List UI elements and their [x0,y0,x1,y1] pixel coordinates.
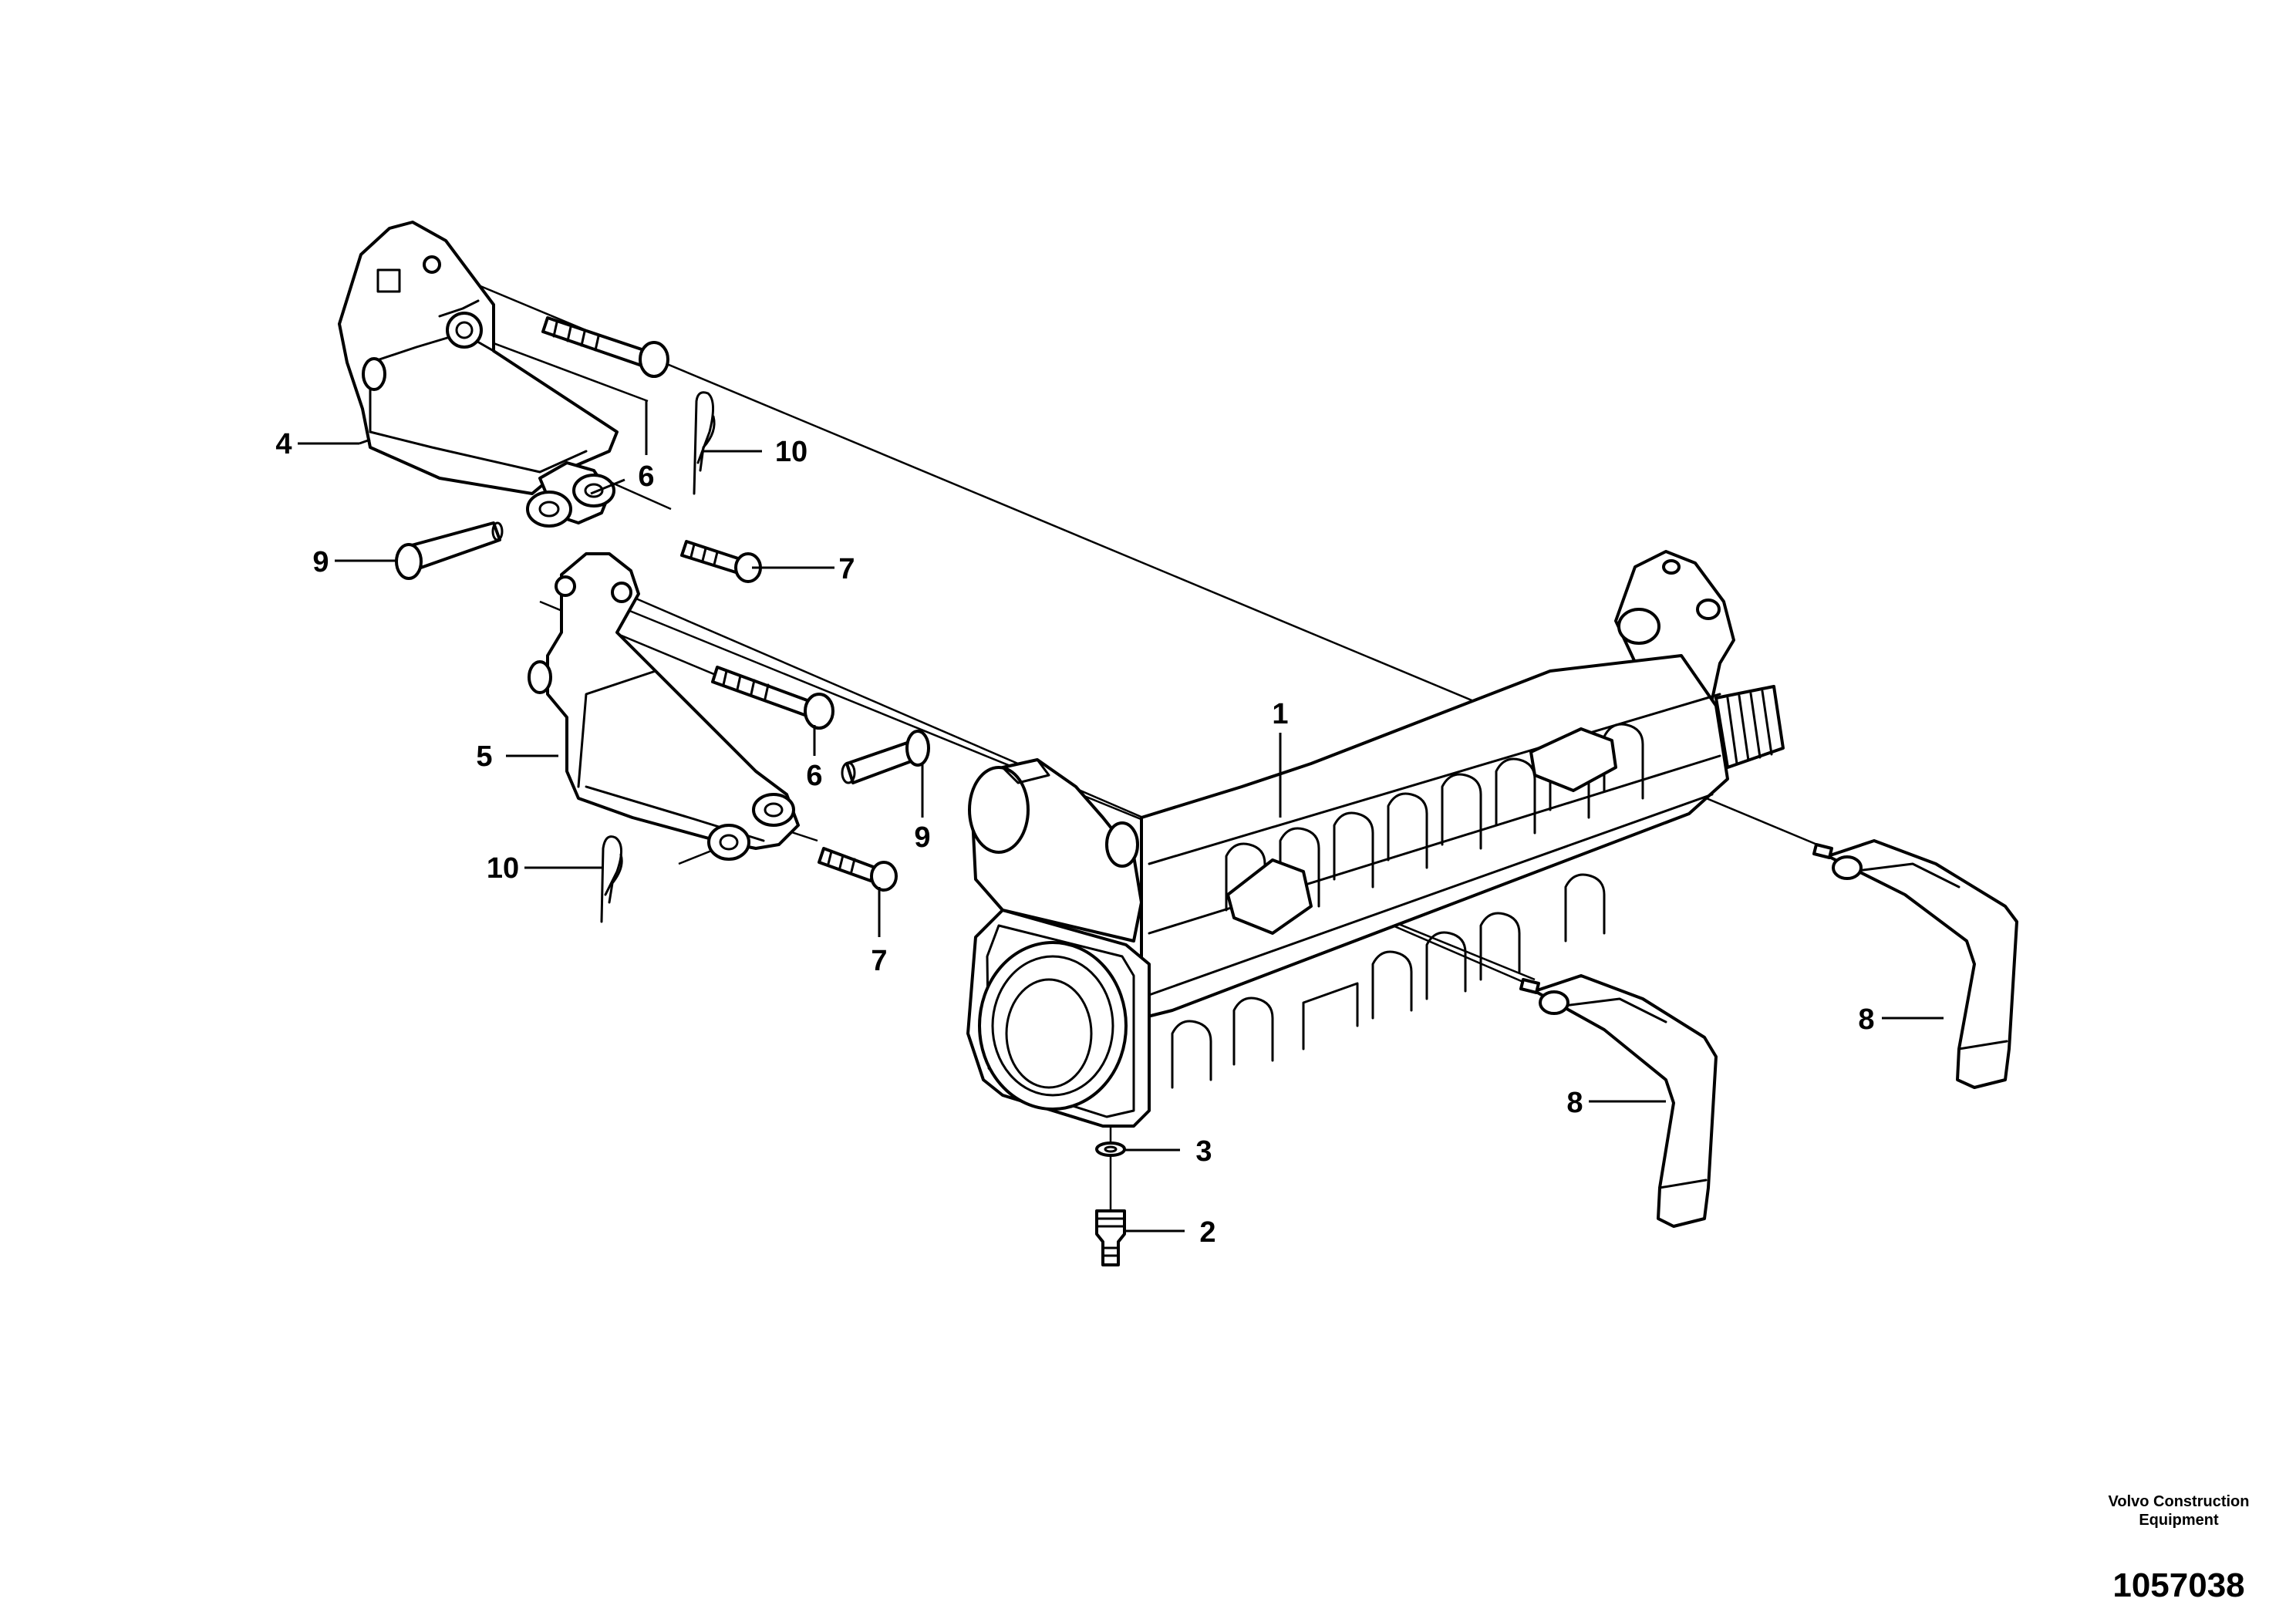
callout-8-right: 8 [1858,1003,1874,1036]
callout-9-left: 9 [312,546,329,578]
pin-9-left [395,521,504,580]
callout-6-lower: 6 [806,760,822,792]
bolt-6-lower [711,666,834,730]
drain-fitting-part-2 [1095,1209,1126,1266]
strap-8-right [1812,839,2018,1089]
callout-1: 1 [1272,698,1288,730]
callout-3: 3 [1195,1135,1212,1168]
callout-10-upper: 10 [775,436,807,468]
callout-6-upper: 6 [638,460,654,493]
callout-2: 2 [1199,1216,1215,1249]
pin-9-right [841,730,930,784]
brand-credit: Volvo Construction Equipment [2086,1492,2271,1529]
clevis-upper [526,461,615,528]
bolt-6-upper [541,316,669,378]
brand-line-2: Equipment [2139,1512,2219,1529]
bracket-lower-part-5 [528,552,800,861]
cooler-body-part-1 [966,550,1785,1128]
leader-lines [298,401,1944,1233]
clip-10-upper [693,391,716,495]
bracket-upper-part-4 [338,221,619,495]
drawing-number: 1057038 [2112,1566,2245,1604]
strap-8-left [1519,974,1718,1228]
callout-4: 4 [275,428,292,460]
washer-part-3 [1095,1126,1126,1211]
callout-labels: 1 2 3 4 5 6 6 7 7 8 8 9 9 10 10 [275,428,1874,1249]
callout-7-upper: 7 [838,553,855,585]
bolt-7-upper [680,540,762,583]
callout-5: 5 [476,740,492,773]
callout-9-right: 9 [914,821,930,854]
brand-line-1: Volvo Construction [2108,1493,2250,1510]
callout-8-left: 8 [1566,1087,1583,1119]
callout-7-lower: 7 [871,945,887,977]
bolt-7-lower [818,847,898,892]
clip-10-lower [600,835,623,923]
callout-10-lower: 10 [487,852,519,885]
